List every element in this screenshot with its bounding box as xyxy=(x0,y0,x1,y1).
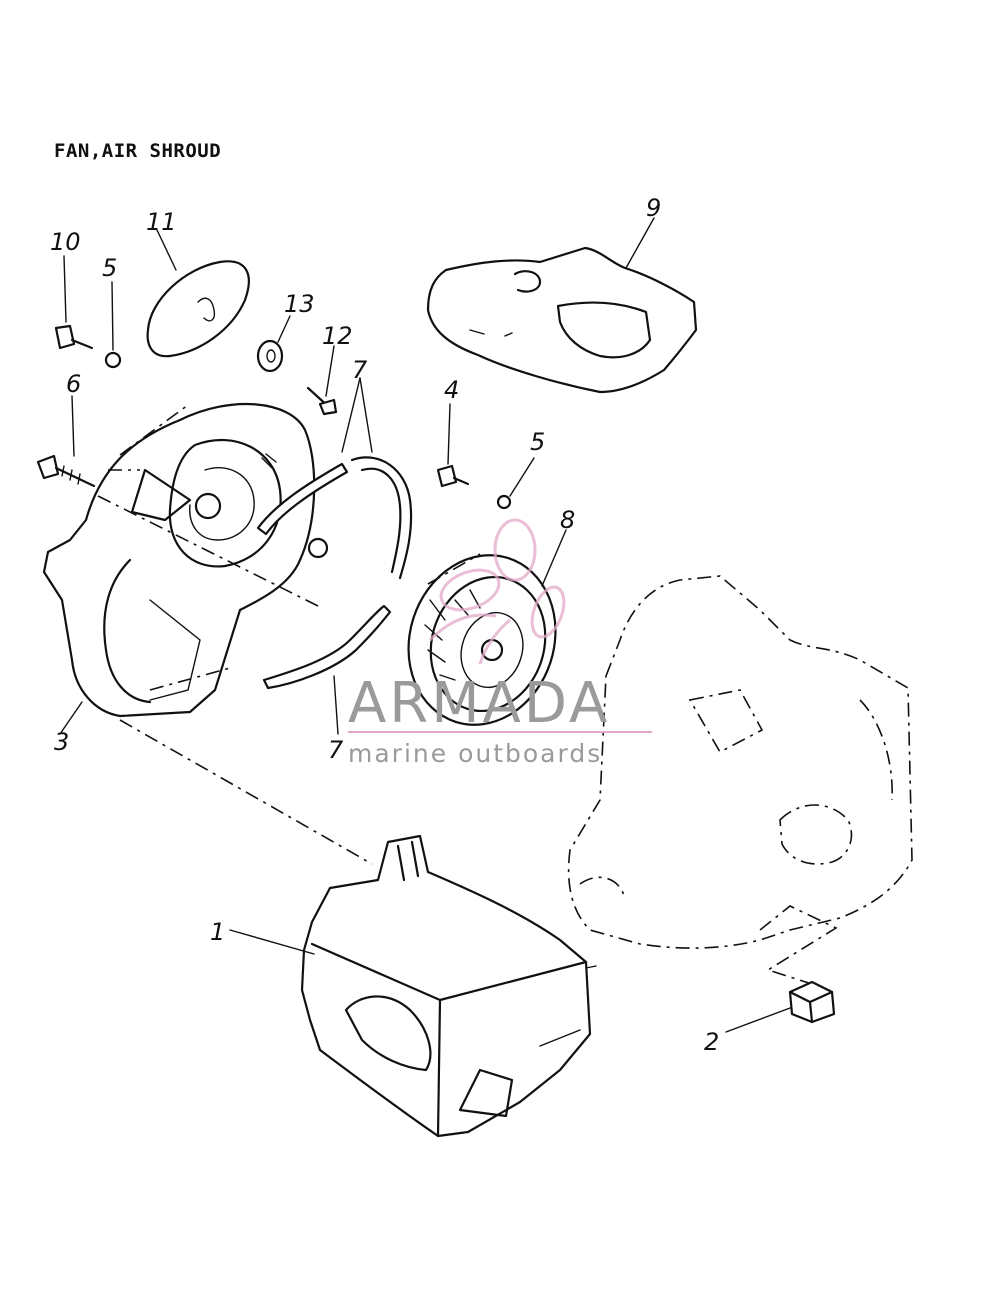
leader-1 xyxy=(229,929,315,955)
callout-9: 9 xyxy=(646,194,661,222)
leader-4 xyxy=(447,403,451,465)
leader-5-right xyxy=(509,457,535,497)
part-9-gasket xyxy=(426,246,698,394)
callout-7-bottom: 7 xyxy=(328,736,344,764)
armada-watermark: ARMADA marine outboards xyxy=(348,518,652,768)
part-1-air-shroud xyxy=(300,834,597,1138)
part-3-fan-housing xyxy=(42,402,329,718)
callout-6: 6 xyxy=(66,370,81,398)
leader-7-top-b xyxy=(359,377,373,453)
leader-2 xyxy=(725,1007,791,1033)
leader-8 xyxy=(541,529,567,587)
part-7-hoses xyxy=(256,456,413,690)
part-11-plate xyxy=(146,260,250,358)
callout-10: 10 xyxy=(50,228,81,256)
callout-3: 3 xyxy=(54,728,69,756)
leader-6 xyxy=(71,395,75,457)
callout-8: 8 xyxy=(560,506,575,534)
leader-7-bottom xyxy=(333,675,339,735)
watermark-brand: ARMADA xyxy=(348,671,610,736)
part-2-block xyxy=(788,980,836,1024)
callout-12: 13 xyxy=(284,290,315,318)
leader-5-left xyxy=(111,281,114,351)
part-8-flywheel xyxy=(407,554,557,726)
callout-1: 1 xyxy=(210,918,225,946)
leader-13 xyxy=(277,315,291,343)
watermark-flower-logo xyxy=(428,518,566,665)
part-5-washer xyxy=(104,351,122,369)
part-13-ring xyxy=(256,339,284,373)
watermark-tagline: marine outboards xyxy=(348,739,602,768)
part-10-bolt xyxy=(54,324,94,350)
callout-4: 4 xyxy=(444,376,459,404)
part-4-bolt xyxy=(436,464,470,488)
callout-2: 2 xyxy=(704,1028,719,1056)
part-5-washer-right xyxy=(496,494,512,510)
engine-block-outline xyxy=(567,575,913,985)
leader-7-top-a xyxy=(341,377,361,453)
callout-5-left: 5 xyxy=(102,254,117,282)
callout-5-right: 5 xyxy=(530,428,545,456)
part-6-bolt xyxy=(36,454,96,488)
callout-11: 11 xyxy=(146,208,177,236)
callout-12b: 12 xyxy=(322,322,353,350)
leader-11 xyxy=(156,229,177,271)
leader-12 xyxy=(325,345,335,397)
part-12-screw xyxy=(306,386,338,416)
leader-9 xyxy=(625,217,655,269)
callout-7-top: 7 xyxy=(352,356,368,384)
diagram-title: FAN,AIR SHROUD xyxy=(54,140,222,162)
assembly-lines-left xyxy=(97,404,373,865)
assembly-line-flywheel xyxy=(427,553,481,585)
leader-10 xyxy=(63,255,67,323)
leader-3 xyxy=(59,701,83,735)
